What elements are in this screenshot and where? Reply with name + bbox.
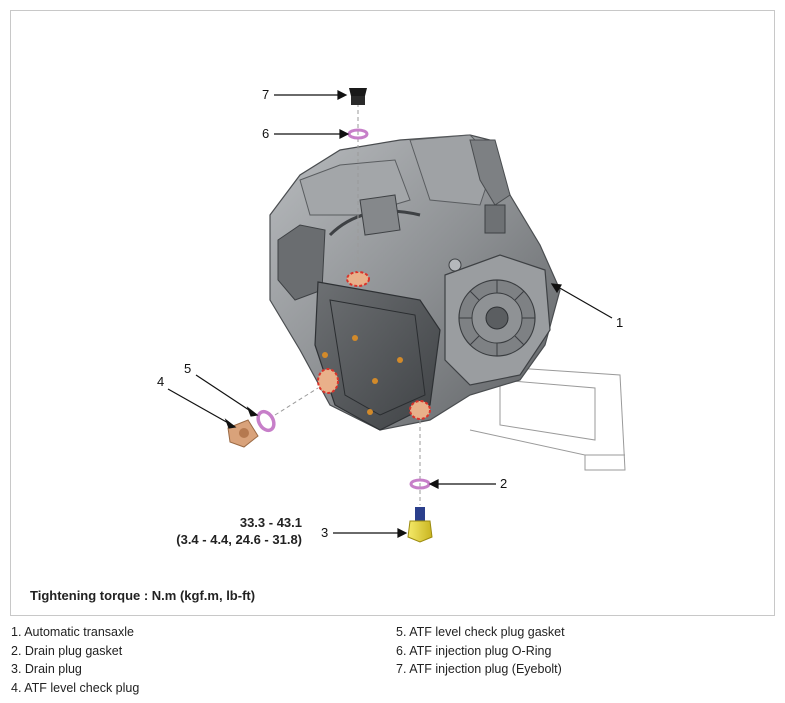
drain-plug-torque-spec: 33.3 - 43.1 (3.4 - 4.4, 24.6 - 31.8) bbox=[140, 514, 302, 548]
atf-injection-plug-eyebolt bbox=[349, 88, 367, 105]
parts-legend-right: 5. ATF level check plug gasket 6. ATF in… bbox=[396, 623, 565, 679]
legend-item: 3. Drain plug bbox=[11, 662, 82, 676]
callout-1: 1 bbox=[616, 315, 624, 330]
legend-item: 6. ATF injection plug O-Ring bbox=[396, 643, 552, 658]
legend-item: 1. Automatic transaxle bbox=[11, 625, 134, 639]
torque-nm: 33.3 - 43.1 bbox=[239, 515, 302, 530]
legend-item: 4. ATF level check plug bbox=[11, 680, 140, 695]
callout-4: 4 bbox=[157, 374, 165, 389]
callout-5: 5 bbox=[184, 361, 192, 376]
automatic-transaxle bbox=[269, 134, 561, 431]
parts-legend-left: 1. Automatic transaxle 2. Drain plug gas… bbox=[11, 623, 139, 697]
atf-level-check-plug bbox=[227, 419, 259, 448]
callout-3: 3 bbox=[321, 525, 329, 540]
legend-item: 7. ATF injection plug (Eyebolt) bbox=[396, 662, 562, 676]
plug-location-markers bbox=[317, 271, 431, 420]
leader-arrows bbox=[167, 90, 613, 538]
callout-2: 2 bbox=[500, 476, 508, 491]
atf-level-check-plug-gasket bbox=[256, 409, 276, 433]
support-stand bbox=[469, 364, 626, 471]
legend-item: 2. Drain plug gasket bbox=[11, 643, 123, 658]
tightening-torque-note: Tightening torque : N.m (kgf.m, lb-ft) bbox=[30, 588, 256, 603]
torque-kgfm-lbft: (3.4 - 4.4, 24.6 - 31.8) bbox=[176, 532, 302, 547]
drain-plug bbox=[407, 507, 433, 543]
callout-6: 6 bbox=[262, 126, 270, 141]
callout-7: 7 bbox=[262, 87, 270, 102]
legend-item: 5. ATF level check plug gasket bbox=[396, 625, 565, 639]
